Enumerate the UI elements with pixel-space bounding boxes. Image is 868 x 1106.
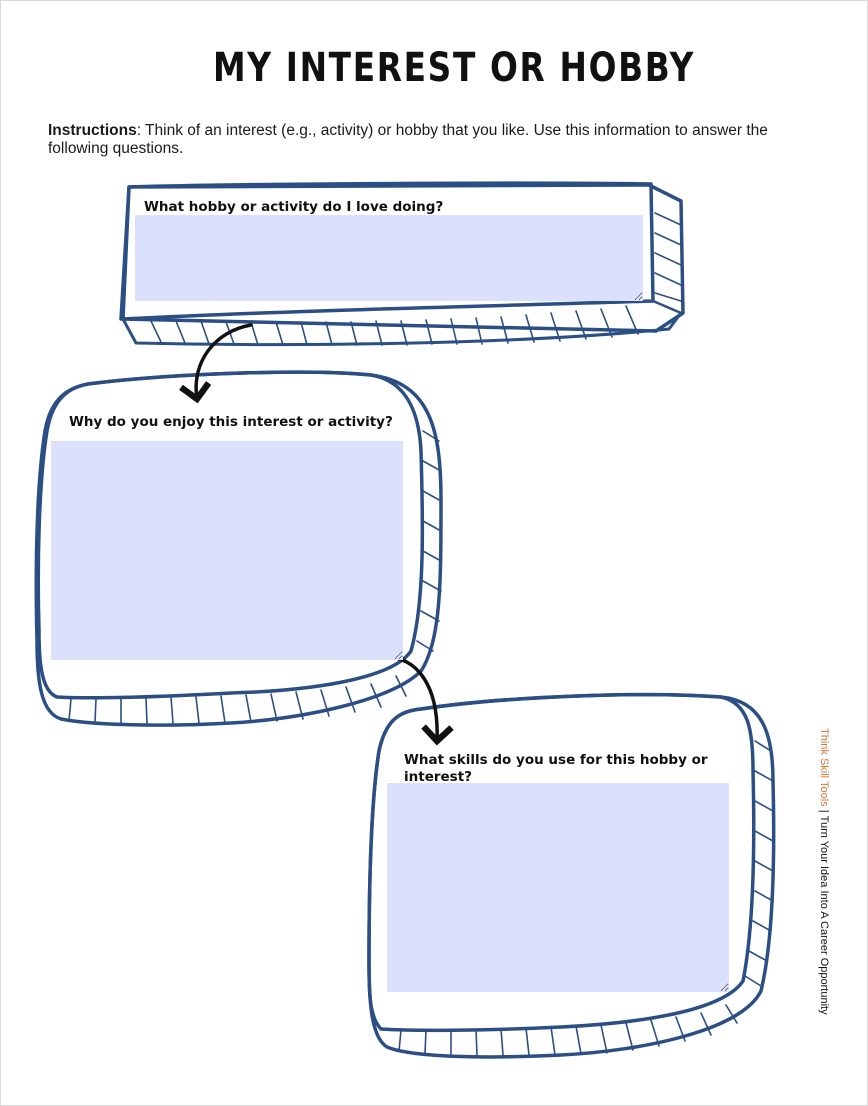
- question-2-label: Why do you enjoy this interest or activi…: [69, 414, 393, 430]
- footer-brand: Think Skill Tools: [818, 728, 830, 807]
- instructions-label: Instructions: [48, 122, 137, 139]
- question-2-answer-field[interactable]: [51, 441, 403, 660]
- question-3-answer-field[interactable]: [387, 783, 729, 992]
- footer-vertical-text: Think Skill Tools | Turn Your Idea Into …: [818, 728, 830, 1015]
- arrow-1-to-2: [179, 323, 253, 404]
- instructions-text: Instructions: Think of an interest (e.g.…: [48, 122, 788, 158]
- footer-tagline: Turn Your Idea Into A Career Opportunity: [818, 815, 830, 1015]
- question-1-label: What hobby or activity do I love doing?: [144, 199, 444, 215]
- question-1-answer-field[interactable]: [135, 215, 643, 301]
- page-title: MY INTEREST OR HOBBY: [213, 45, 695, 91]
- instructions-body: : Think of an interest (e.g., activity) …: [48, 122, 768, 157]
- footer-separator: |: [818, 806, 830, 816]
- question-3-label: What skills do you use for this hobby or…: [404, 752, 708, 785]
